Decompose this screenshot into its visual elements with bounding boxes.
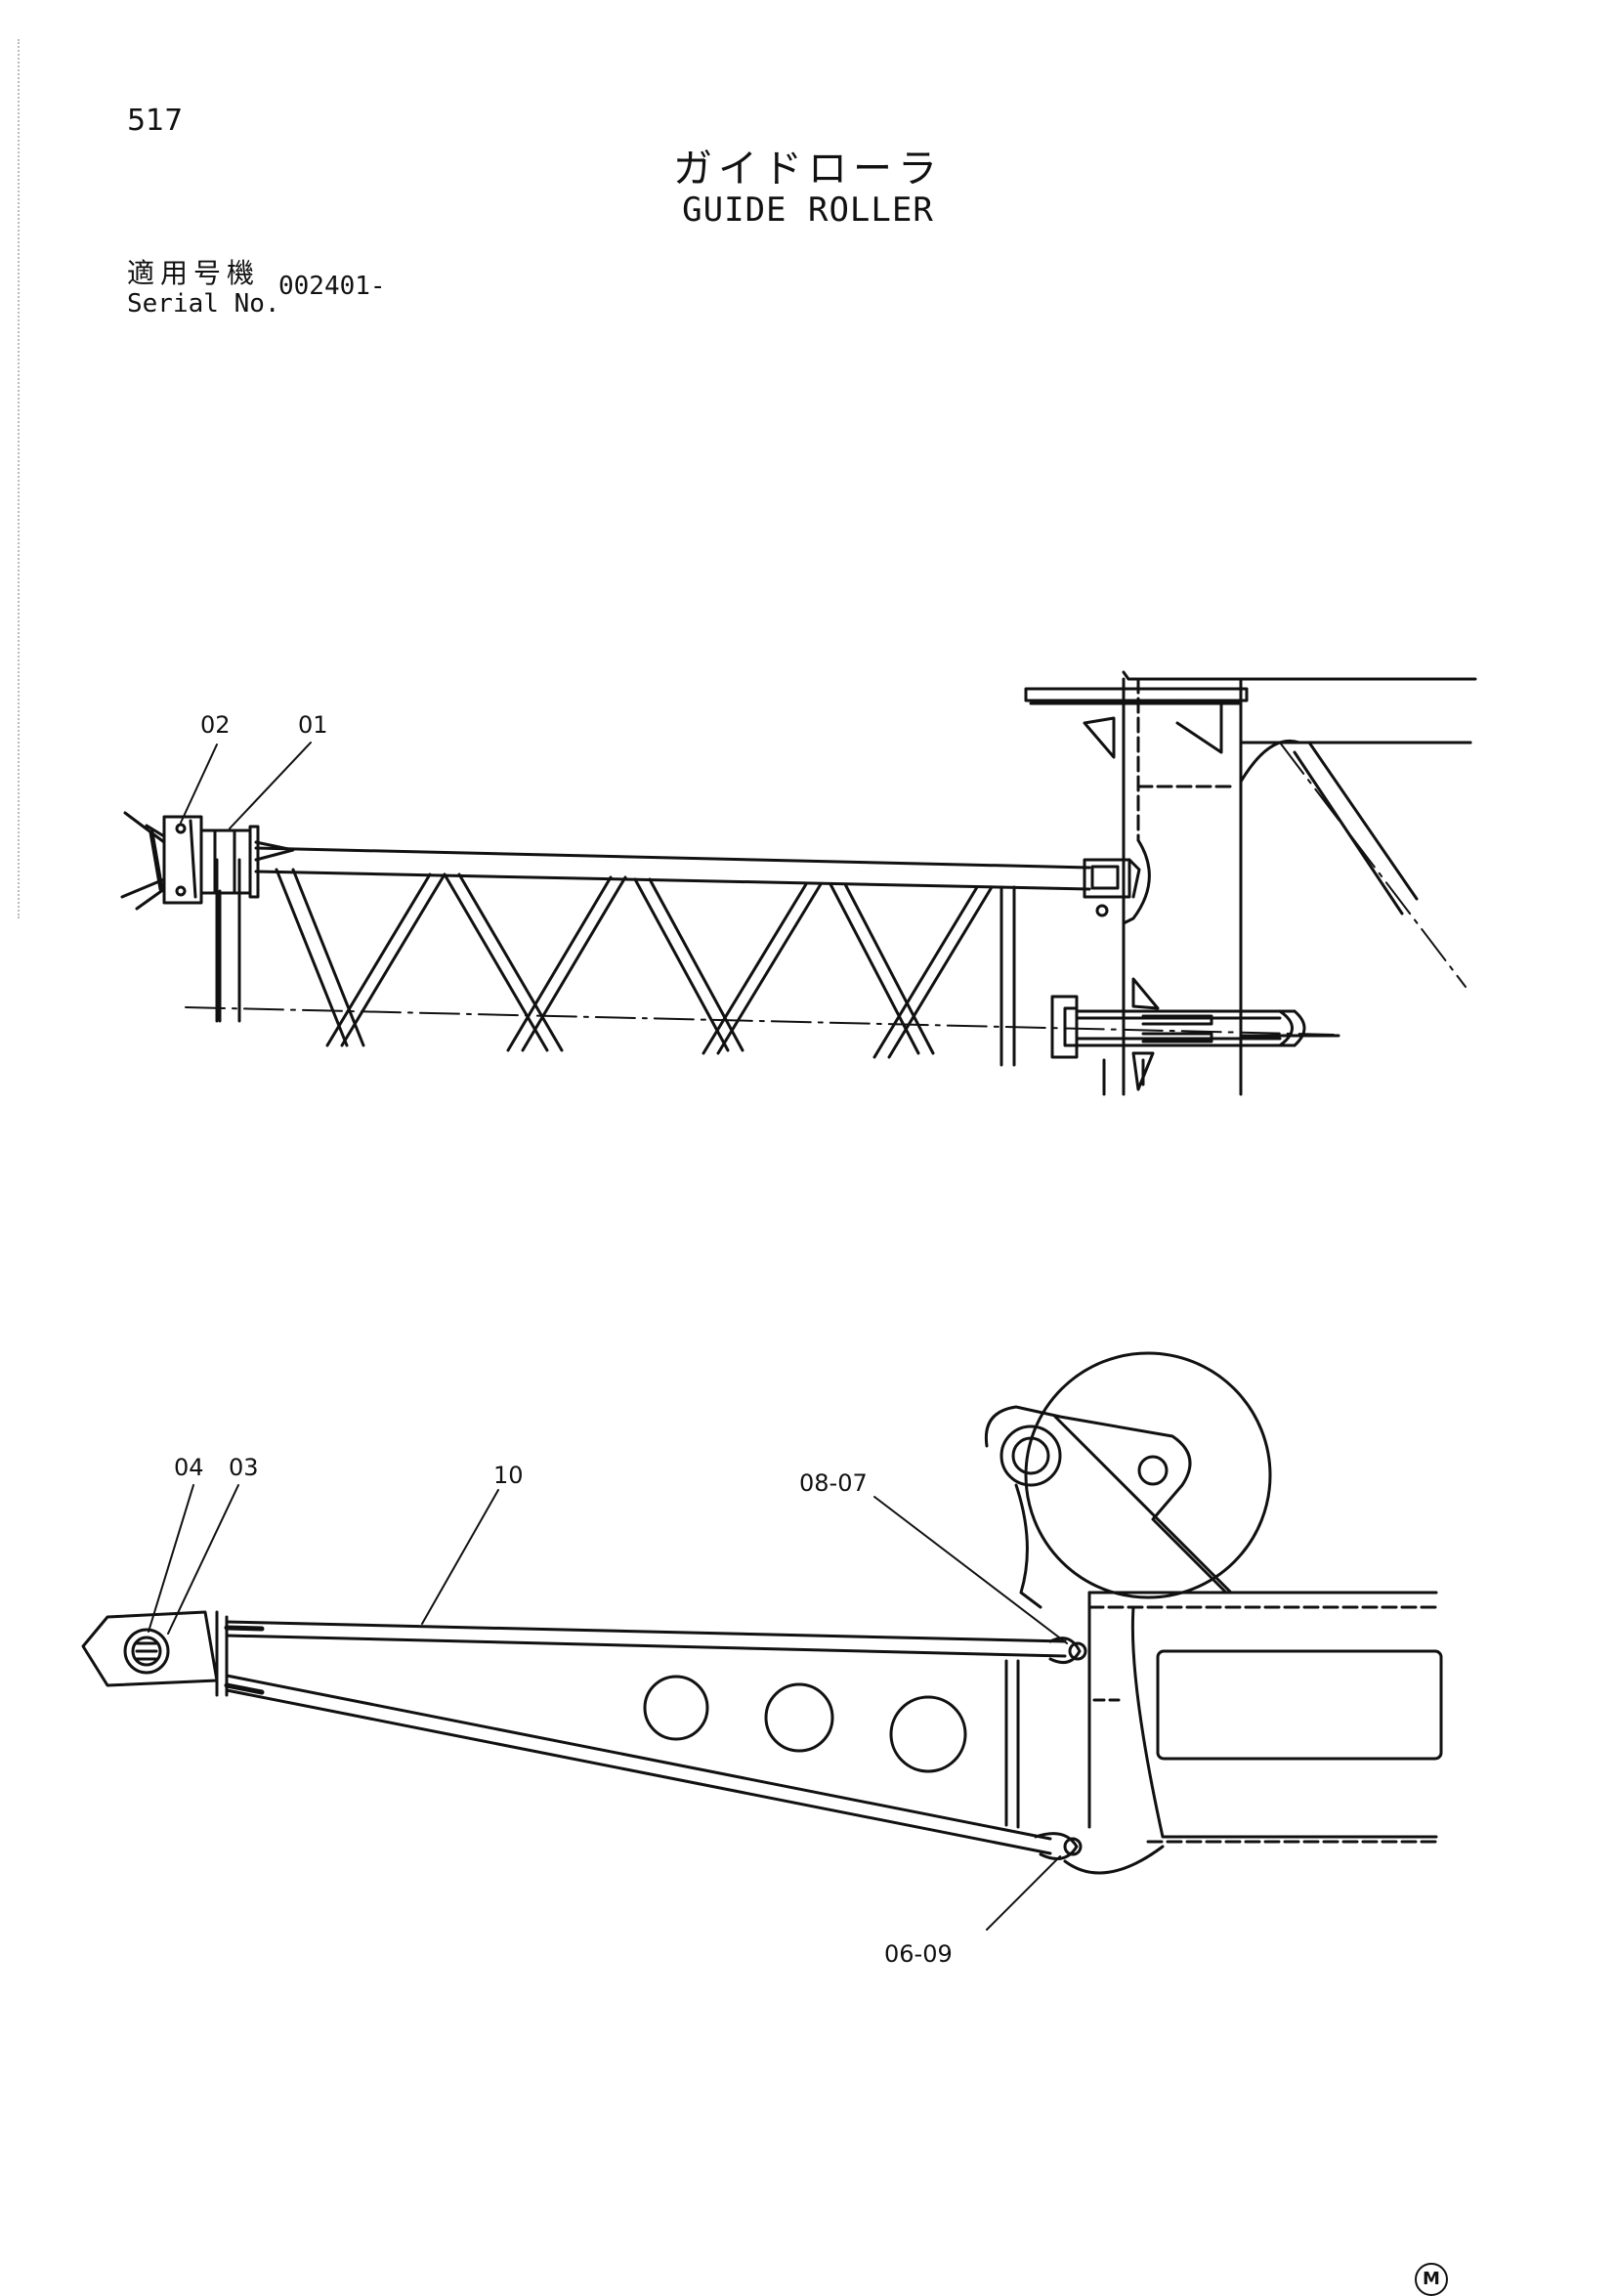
boom-lattice <box>215 858 1016 1067</box>
upper-leader-lines <box>180 742 312 829</box>
serial-label-japanese: 適用号機 <box>127 257 261 289</box>
guide-roller-assembly-upper <box>120 811 260 1023</box>
lower-leader-lines <box>148 1484 1068 1931</box>
page-title-japanese: ガイドローラ <box>673 147 943 191</box>
callout-10: 10 <box>493 1462 524 1489</box>
guide-roller-head <box>81 1610 229 1697</box>
lower-view: 04 03 10 08-07 06-09 <box>81 1351 1443 1968</box>
boom-base-box <box>1063 1591 1443 1875</box>
scan-edge-marks <box>18 39 21 918</box>
large-sheave <box>984 1351 1272 1609</box>
callout-04: 04 <box>174 1454 204 1481</box>
serial-number-value: 002401- <box>278 272 386 301</box>
serial-label-english: Serial No. <box>127 289 280 319</box>
page-number: 517 <box>127 104 184 138</box>
callout-06-09: 06-09 <box>884 1940 953 1968</box>
page-title-english: GUIDE ROLLER <box>682 191 934 230</box>
tie-rod-upper <box>224 1620 1087 1665</box>
boom-end-fitting <box>1083 858 1141 917</box>
m-mark-symbol: M <box>1415 2263 1448 2296</box>
upper-view: 02 01 <box>120 670 1477 1096</box>
callout-03: 03 <box>229 1454 259 1481</box>
boom-top-chord <box>254 840 1091 891</box>
sheave-group <box>1050 977 1306 1096</box>
callout-08-07: 08-07 <box>799 1469 868 1497</box>
tie-rod-lower <box>224 1674 1083 1860</box>
callout-01: 01 <box>298 711 328 739</box>
callout-02: 02 <box>200 711 231 739</box>
lightening-holes <box>643 1659 1020 1829</box>
tower-structure <box>1024 670 1477 1096</box>
